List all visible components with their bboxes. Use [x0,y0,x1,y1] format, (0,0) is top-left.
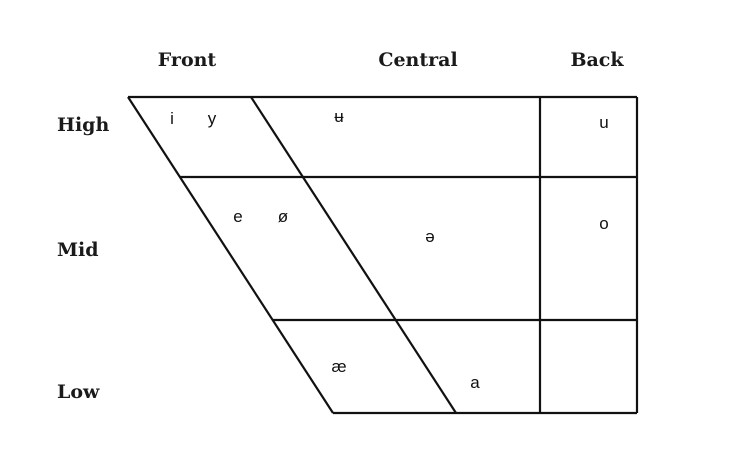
vowel-o: o [599,214,608,233]
vowel-i: i [170,109,174,128]
vowel-barred-u: ʉ [334,107,344,126]
column-header-back: Back [570,49,624,71]
vowel-schwa: ə [425,227,434,246]
row-header-mid: Mid [57,239,99,261]
vowel-o-slash: ø [278,207,288,226]
column-header-front: Front [158,49,217,71]
vowel-trapezoid-grid [127,95,639,415]
column-header-central: Central [378,49,457,71]
row-header-high: High [57,114,109,136]
row-header-low: Low [57,381,100,403]
central-divider [250,96,457,414]
vowel-ae: æ [331,357,346,376]
vowel-symbols: i y ʉ u e ø ə o æ a [170,107,609,392]
vowel-y: y [208,109,217,128]
left-border [127,96,334,414]
vowel-u: u [599,113,608,132]
vowel-e: e [233,207,242,226]
vowel-a: a [470,373,480,392]
